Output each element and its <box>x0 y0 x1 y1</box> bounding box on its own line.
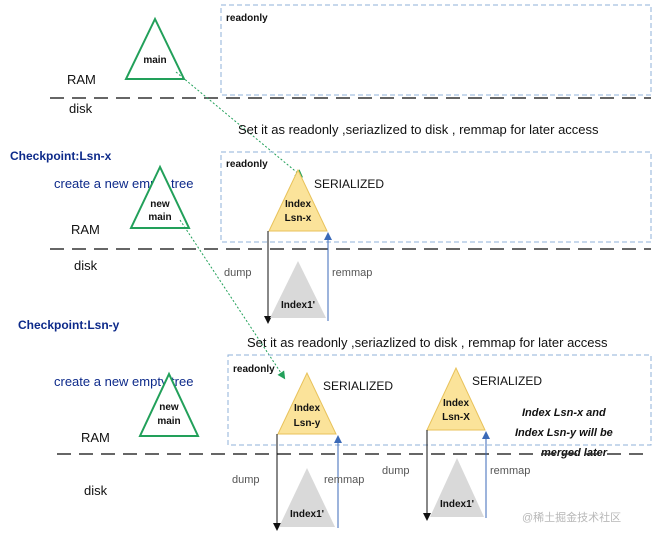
index1-disk-3 <box>430 458 484 517</box>
new-main-tree-1 <box>129 164 191 229</box>
index1-label-3: Index1' <box>440 499 474 510</box>
new-main-to-index-connector <box>179 219 286 380</box>
watermark: @稀土掘金技术社区 <box>522 510 621 524</box>
index1-label-2: Index1' <box>290 509 324 520</box>
remmap-label-3: remmap <box>490 465 530 477</box>
index1-disk-1 <box>270 261 326 318</box>
index-lsn-y-line1: Index <box>294 403 321 414</box>
remmap-label-1: remmap <box>332 267 372 279</box>
checkpoint-lsn-x: Checkpoint:Lsn-x <box>10 149 112 163</box>
index-lsn-X-serialized <box>426 366 486 431</box>
set-readonly-text-2: Set it as readonly ,seriazlized to disk … <box>247 335 608 350</box>
merge-note-line3: merged later <box>541 447 608 459</box>
index1-label-1: Index1' <box>281 300 315 311</box>
new-main-tree-2-line2: main <box>157 416 180 427</box>
index-lsn-x-line2: Lsn-x <box>285 213 312 224</box>
readonly-box-2 <box>220 151 652 243</box>
serialized-label-3: SERIALIZED <box>472 374 542 388</box>
new-main-tree-1-line1: new <box>150 199 170 210</box>
new-main-tree-2-line1: new <box>159 402 179 413</box>
checkpoint-lsn-y: Checkpoint:Lsn-y <box>18 318 120 332</box>
disk-label-2: disk <box>74 258 98 273</box>
index-lsn-x-serialized <box>268 168 328 232</box>
readonly-label-3: readonly <box>233 364 275 375</box>
main-tree <box>124 16 186 80</box>
main-to-index-connector <box>175 71 304 178</box>
serialized-label-1: SERIALIZED <box>314 177 384 191</box>
dump-label-2: dump <box>232 474 260 486</box>
readonly-label-2: readonly <box>226 159 268 170</box>
set-readonly-text-1: Set it as readonly ,seriazlized to disk … <box>238 122 599 137</box>
dump-label-1: dump <box>224 267 252 279</box>
ram-label-1: RAM <box>67 72 96 87</box>
remmap-label-2: remmap <box>324 474 364 486</box>
new-main-tree-1-line2: main <box>148 212 171 223</box>
index-lsn-X-line2: Lsn-X <box>442 412 470 423</box>
disk-label-3: disk <box>84 483 108 498</box>
index-lsn-y-serialized <box>277 371 337 435</box>
readonly-box-1 <box>220 4 652 96</box>
index-lsn-x-line1: Index <box>285 199 312 210</box>
readonly-box-3 <box>227 354 652 446</box>
merge-note-line1: Index Lsn-x and <box>522 407 606 419</box>
create-tree-text-2: create a new empty tree <box>54 374 193 389</box>
ram-label-3: RAM <box>81 430 110 445</box>
new-main-tree-2 <box>138 371 200 437</box>
index-lsn-X-line1: Index <box>443 398 470 409</box>
readonly-label-1: readonly <box>226 13 268 24</box>
merge-note-line2: Index Lsn-y will be <box>515 427 613 439</box>
dump-label-3: dump <box>382 465 410 477</box>
index-lsn-y-line2: Lsn-y <box>294 418 321 429</box>
main-tree-label: main <box>143 55 166 66</box>
ram-label-2: RAM <box>71 222 100 237</box>
create-tree-text-1: create a new empty tree <box>54 176 193 191</box>
index1-disk-2 <box>279 468 335 527</box>
serialized-label-2: SERIALIZED <box>323 379 393 393</box>
disk-label-1: disk <box>69 101 93 116</box>
